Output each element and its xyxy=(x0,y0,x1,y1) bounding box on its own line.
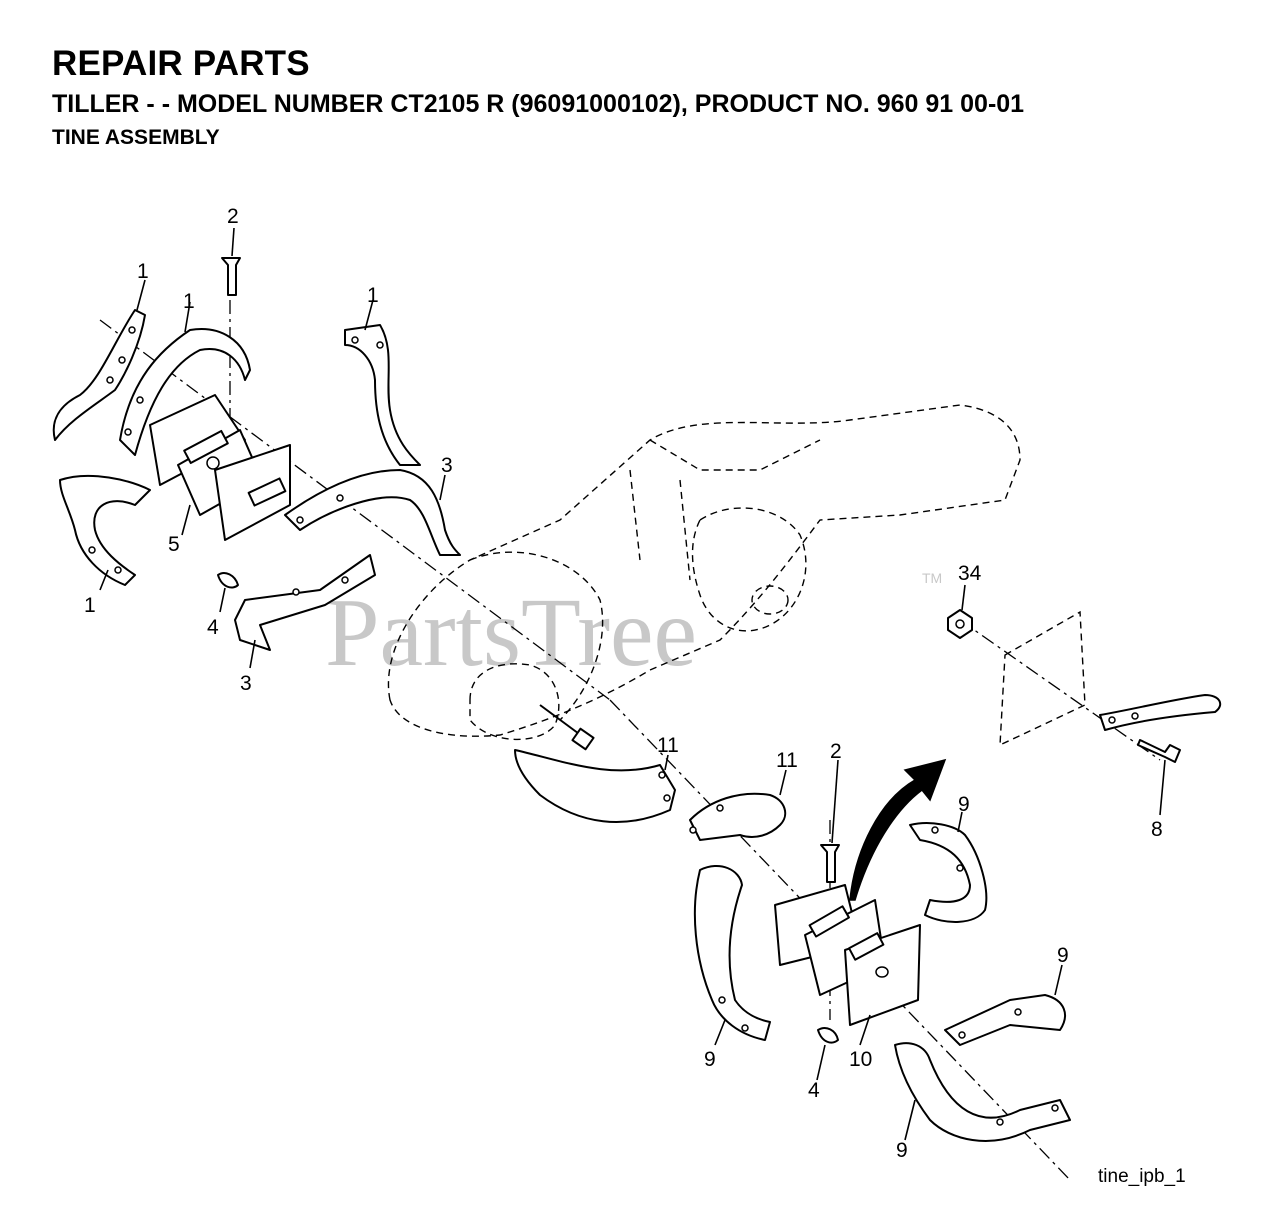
tine-11-right xyxy=(689,792,787,841)
callout-1: 1 xyxy=(367,284,379,307)
tine-9-right-mid xyxy=(944,994,1066,1046)
callout-2: 2 xyxy=(227,205,239,228)
callout-9: 9 xyxy=(704,1048,716,1071)
callout-3: 3 xyxy=(240,672,252,695)
rotation-arrow xyxy=(849,758,947,901)
clevis-pin-2-left xyxy=(221,257,241,296)
callout-9: 9 xyxy=(896,1139,908,1162)
callout-numbers: 1 1 1 1 2 2 3 3 4 4 5 8 9 9 9 9 10 11 11… xyxy=(84,205,1163,1162)
tine-9-upper-right xyxy=(909,822,988,923)
tine-1-upper-mid xyxy=(119,328,251,456)
callout-leaders xyxy=(99,227,1166,1141)
page-title: REPAIR PARTS xyxy=(52,44,310,83)
callout-34: 34 xyxy=(958,562,982,585)
watermark-tm: TM xyxy=(922,570,942,586)
tiller-body-outline xyxy=(387,404,1021,751)
tine-1-upper-right xyxy=(344,324,421,466)
tine-3-lower xyxy=(234,554,376,651)
hairpin-4-right xyxy=(817,1027,839,1044)
clevis-pin-2-right xyxy=(820,844,840,883)
callout-11: 11 xyxy=(657,734,679,757)
watermark-text: PartsTree xyxy=(325,579,697,687)
assembly-axes xyxy=(99,300,1161,1181)
callout-1: 1 xyxy=(183,290,195,313)
callout-9: 9 xyxy=(1057,944,1069,967)
callout-2: 2 xyxy=(830,740,842,763)
callout-3: 3 xyxy=(441,454,453,477)
callout-5: 5 xyxy=(168,533,180,556)
model-subtitle: TILLER - - MODEL NUMBER CT2105 R (960910… xyxy=(52,90,1025,118)
tine-11-left xyxy=(514,749,676,823)
right-mount-parts xyxy=(947,609,1222,763)
callout-4: 4 xyxy=(207,616,219,639)
callout-1: 1 xyxy=(84,594,96,617)
callout-9: 9 xyxy=(958,793,970,816)
callout-10: 10 xyxy=(849,1048,872,1071)
callout-4: 4 xyxy=(808,1079,820,1102)
section-title: TINE ASSEMBLY xyxy=(52,126,220,149)
left-tine-assembly xyxy=(52,257,461,651)
hairpin-4-left xyxy=(217,572,239,589)
callout-1: 1 xyxy=(137,260,149,283)
right-tine-assembly xyxy=(514,749,1071,1142)
tine-3-upper xyxy=(284,469,461,556)
outer-tine-right xyxy=(1099,694,1222,731)
tine-1-upper-left xyxy=(52,309,146,441)
tine-9-bottom xyxy=(894,1042,1071,1142)
callout-8: 8 xyxy=(1151,818,1163,841)
drawing-file-id: tine_ipb_1 xyxy=(1098,1166,1186,1187)
bolt-8 xyxy=(1137,739,1181,763)
callout-11: 11 xyxy=(776,749,798,772)
tine-1-lower-left xyxy=(59,474,151,586)
tine-9-left xyxy=(693,865,771,1041)
